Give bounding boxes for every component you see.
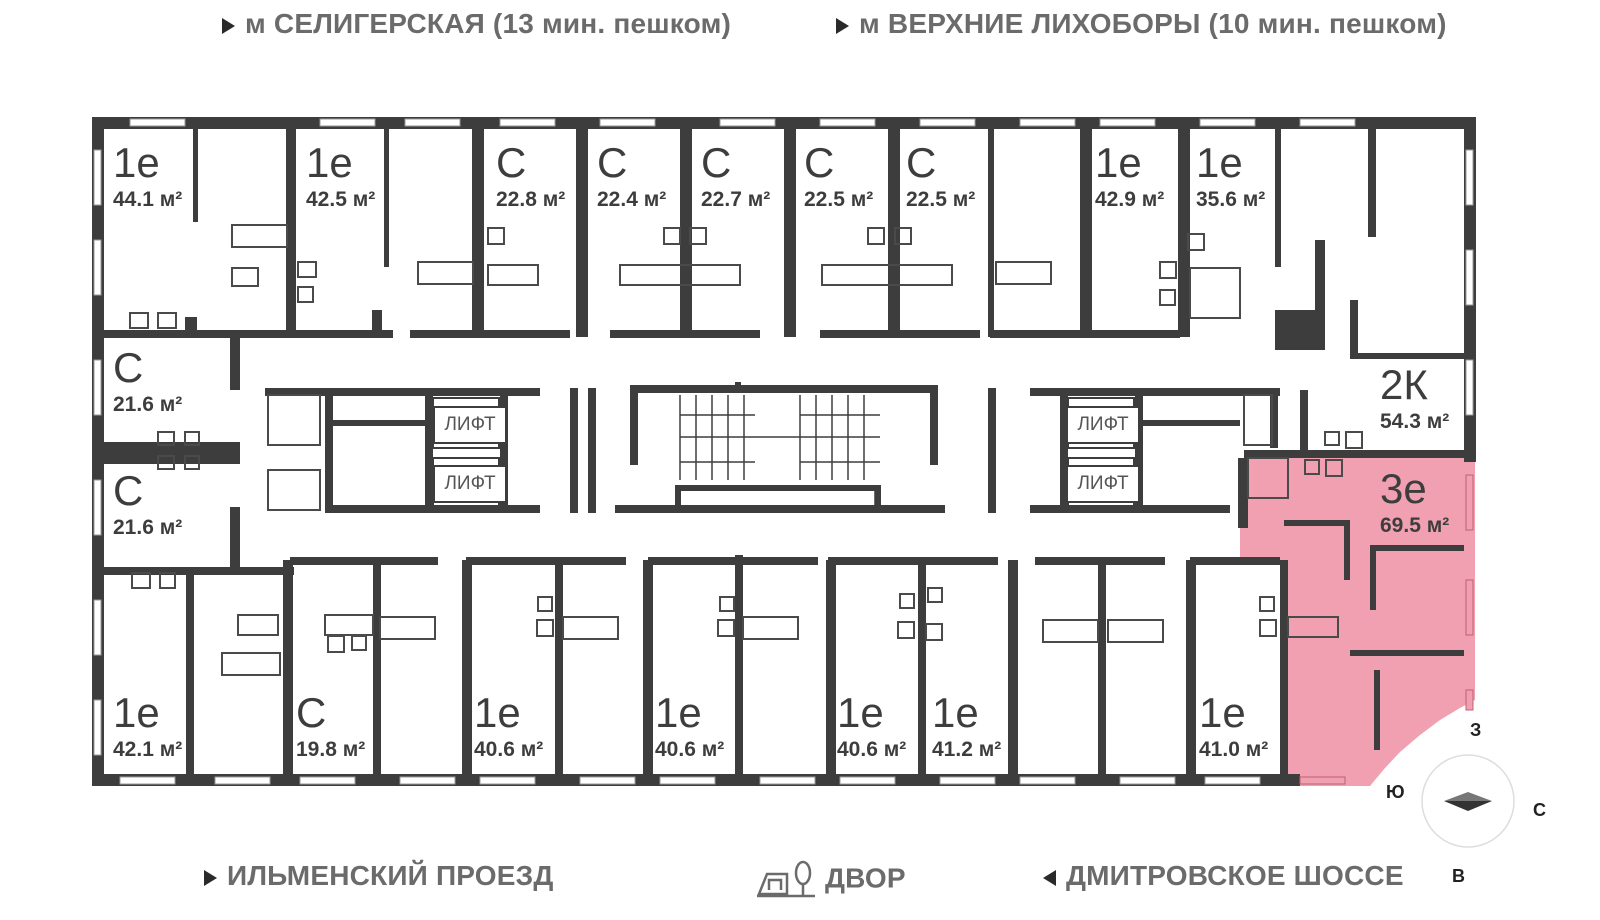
apartment-label[interactable]: С 21.6 м² <box>113 467 183 541</box>
windows <box>93 118 1474 785</box>
highlight-windows <box>1299 474 1474 785</box>
apartment-label[interactable]: 1е 41.2 м² <box>932 689 1002 763</box>
apartment-type: 1е <box>113 139 160 186</box>
arrow-right-icon <box>222 17 235 34</box>
apartment-type: С <box>496 139 527 186</box>
apartment-area: 42.5 м² <box>306 188 376 211</box>
lift-label: ЛИФТ <box>433 465 507 503</box>
apartment-area: 44.1 м² <box>113 188 183 211</box>
apartment-label[interactable]: С 22.7 м² <box>701 139 771 213</box>
apartment-type: С <box>804 139 835 186</box>
apartment-label[interactable]: 1е 40.6 м² <box>837 689 907 763</box>
apartment-type: 1е <box>837 689 884 736</box>
apartment-area: 42.9 м² <box>1095 188 1165 211</box>
apartment-area: 54.3 м² <box>1380 410 1450 433</box>
fixtures <box>129 224 1363 676</box>
apartment-3e-highlight <box>1240 458 1475 786</box>
apartment-area: 22.7 м² <box>701 188 771 211</box>
apartment-label[interactable]: С 21.6 м² <box>113 344 183 418</box>
metro-seligerskaya-label: м СЕЛИГЕРСКАЯ (13 мин. пешком) <box>222 8 731 40</box>
apartment-label[interactable]: 1е 42.9 м² <box>1095 139 1165 213</box>
apartment-area: 40.6 м² <box>655 738 725 761</box>
apartment-area: 21.6 м² <box>113 516 183 539</box>
apartment-area: 19.8 м² <box>296 738 366 761</box>
street-dmitrovskoe-label: ДМИТРОВСКОЕ ШОССЕ <box>1043 860 1404 892</box>
compass-south: Ю <box>1386 782 1405 802</box>
apartment-label-highlighted[interactable]: 3е 69.5 м² <box>1380 465 1450 539</box>
apartment-type: 1е <box>474 689 521 736</box>
apartment-type: С <box>906 139 937 186</box>
apartment-type: 3е <box>1380 465 1427 512</box>
apartment-area: 22.8 м² <box>496 188 566 211</box>
apartment-type: 1е <box>1095 139 1142 186</box>
courtyard-icon <box>757 860 815 898</box>
arrow-right-icon <box>836 17 849 34</box>
compass-east: В <box>1452 866 1465 886</box>
apartment-area: 40.6 м² <box>837 738 907 761</box>
compass-icon <box>1421 754 1515 848</box>
apartment-type: С <box>113 467 144 514</box>
lift-label: ЛИФТ <box>433 406 507 444</box>
courtyard-label: ДВОР <box>757 860 906 900</box>
apartment-type: 1е <box>113 689 160 736</box>
apartment-area: 41.2 м² <box>932 738 1002 761</box>
apartment-label[interactable]: 1е 40.6 м² <box>474 689 544 763</box>
staircase <box>679 395 880 509</box>
apartment-type: С <box>701 139 732 186</box>
apartment-label[interactable]: 1е 40.6 м² <box>655 689 725 763</box>
apartment-label[interactable]: С 19.8 м² <box>296 689 366 763</box>
apartment-label[interactable]: С 22.4 м² <box>597 139 667 213</box>
compass-west: З <box>1470 720 1482 740</box>
apartment-label[interactable]: С 22.5 м² <box>906 139 976 213</box>
compass-north: С <box>1533 800 1546 820</box>
interior-walls <box>104 127 1465 780</box>
apartment-type: 1е <box>932 689 979 736</box>
apartment-area: 41.0 м² <box>1199 738 1269 761</box>
apartment-label[interactable]: 2К 54.3 м² <box>1380 361 1450 435</box>
apartment-type: 1е <box>1199 689 1246 736</box>
apartment-label[interactable]: 1е 42.5 м² <box>306 139 376 213</box>
apartment-label[interactable]: 1е 44.1 м² <box>113 139 183 213</box>
apartment-area: 21.6 м² <box>113 393 183 416</box>
apartment-label[interactable]: С 22.8 м² <box>496 139 566 213</box>
apartment-type: 1е <box>1196 139 1243 186</box>
apartment-area: 22.5 м² <box>906 188 976 211</box>
apartment-area: 35.6 м² <box>1196 188 1266 211</box>
apartment-label[interactable]: 1е 42.1 м² <box>113 689 183 763</box>
apartment-type: С <box>113 344 144 391</box>
apartment-label[interactable]: С 22.5 м² <box>804 139 874 213</box>
apartment-area: 22.4 м² <box>597 188 667 211</box>
lift-label: ЛИФТ <box>1066 465 1140 503</box>
apartment-area: 42.1 м² <box>113 738 183 761</box>
lift-label: ЛИФТ <box>1066 406 1140 444</box>
apartment-label[interactable]: 1е 41.0 м² <box>1199 689 1269 763</box>
apartment-area: 69.5 м² <box>1380 514 1450 537</box>
apartment-type: 1е <box>306 139 353 186</box>
metro-verkhnie-likhobory-label: м ВЕРХНИЕ ЛИХОБОРЫ (10 мин. пешком) <box>836 8 1447 40</box>
apartment-type: 1е <box>655 689 702 736</box>
apartment-type: С <box>597 139 628 186</box>
arrow-left-icon <box>1043 869 1056 886</box>
apartment-label[interactable]: 1е 35.6 м² <box>1196 139 1266 213</box>
apartment-type: 2К <box>1380 361 1428 408</box>
street-ilmensky-label: ИЛЬМЕНСКИЙ ПРОЕЗД <box>204 860 554 892</box>
arrow-right-icon <box>204 869 217 886</box>
apartment-area: 22.5 м² <box>804 188 874 211</box>
apartment-area: 40.6 м² <box>474 738 544 761</box>
apartment-type: С <box>296 689 327 736</box>
